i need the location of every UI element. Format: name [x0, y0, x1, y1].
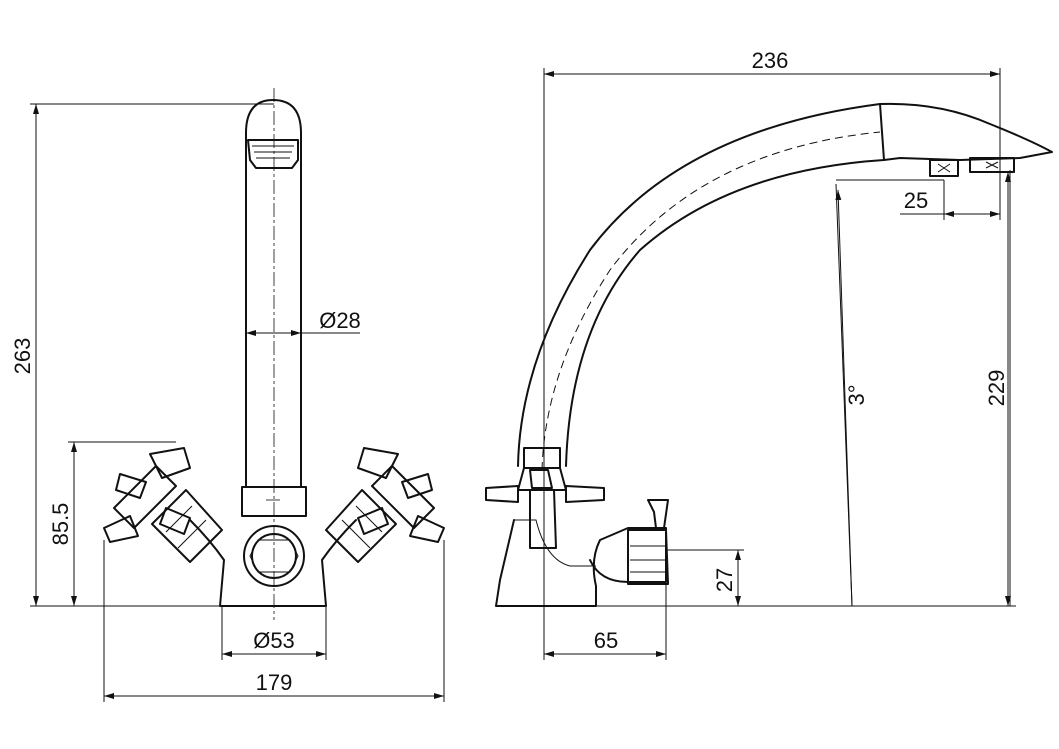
dim-spout-angle: 3° [844, 384, 869, 405]
dim-reach: 236 [752, 48, 789, 73]
dim-total-width: 179 [256, 670, 293, 695]
aerator-2 [969, 157, 1015, 173]
dim-base-depth: 65 [594, 628, 618, 653]
right-valve-body [325, 489, 397, 563]
dim-spout-diameter: Ø28 [319, 308, 361, 333]
body-collar [241, 486, 307, 517]
dim-handle-height: 85.5 [48, 503, 73, 546]
curved-spout [517, 102, 1053, 467]
side-base-body [495, 519, 667, 607]
aerator [247, 139, 299, 169]
dim-total-height: 263 [10, 338, 35, 375]
side-lever [647, 499, 669, 529]
spout-tube [245, 99, 302, 488]
dim-outlet-height: 229 [984, 370, 1009, 407]
base-body [189, 519, 357, 607]
dim-lever-height: 27 [712, 568, 737, 592]
side-nut [627, 529, 669, 585]
dim-base-diameter: Ø53 [253, 628, 295, 653]
side-view: 236 25 3° 229 65 27 [485, 48, 1053, 660]
dim-aerator-spacing: 25 [904, 188, 928, 213]
front-view: 263 85.5 Ø28 Ø53 179 [10, 88, 445, 702]
aerator-1 [929, 159, 959, 177]
side-cross-handle [485, 447, 605, 549]
right-cross-handle [357, 447, 445, 543]
left-cross-handle [103, 447, 191, 543]
left-valve-body [151, 489, 223, 563]
